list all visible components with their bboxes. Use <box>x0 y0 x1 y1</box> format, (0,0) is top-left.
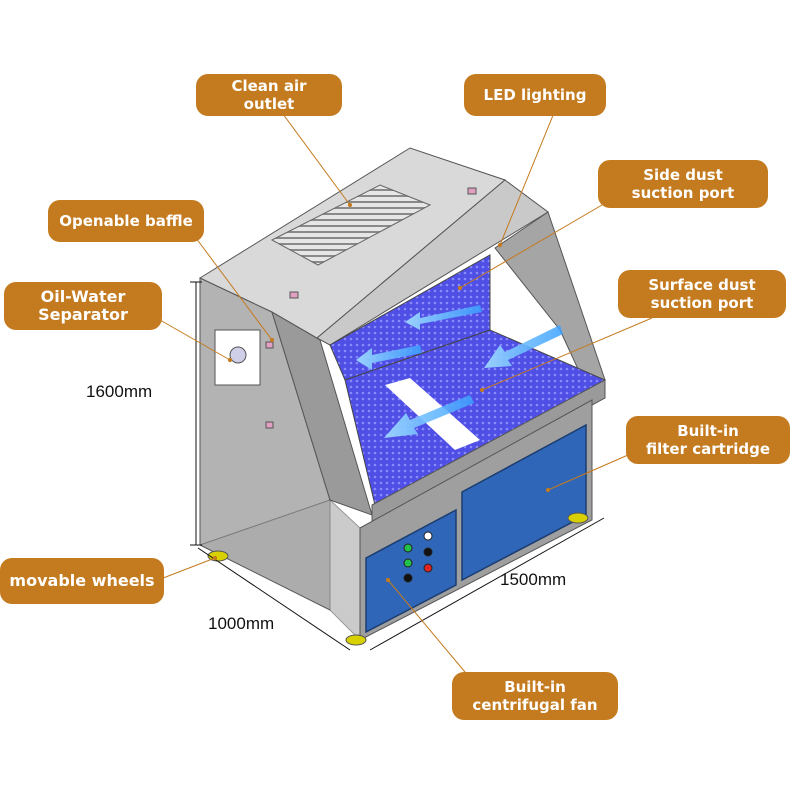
callout-side-dust-suction-port: Side dust suction port <box>598 160 768 208</box>
latch-4 <box>265 421 274 429</box>
callout-surface-dust-suction-port: Surface dust suction port <box>618 270 786 318</box>
button-red <box>423 563 433 573</box>
dimension-depth: 1000mm <box>208 614 275 633</box>
leader-wheels <box>157 555 218 581</box>
airflow-arrow-3 <box>484 325 563 368</box>
button-black-2 <box>403 573 413 583</box>
wheel-front-left <box>345 634 367 646</box>
airflow-arrow-4 <box>384 395 474 438</box>
leader-separator <box>159 319 233 363</box>
button-green-1 <box>403 543 413 553</box>
airflow-arrow-1 <box>405 305 482 330</box>
callout-oil-water-separator: Oil-Water Separator <box>4 282 162 330</box>
vent-grille <box>270 184 432 266</box>
leader-clean-air <box>279 109 353 208</box>
button-green-2 <box>403 558 413 568</box>
leader-led <box>497 107 557 248</box>
leader-filter <box>545 454 629 493</box>
dimension-width: 1500mm <box>500 570 567 589</box>
latch-2 <box>467 187 477 195</box>
latch-3 <box>265 341 274 349</box>
wheel-front-right <box>567 512 589 524</box>
dim-width-line <box>369 517 605 651</box>
latch-1 <box>289 291 299 299</box>
leader-fan <box>385 577 471 679</box>
leader-side-port <box>457 204 603 291</box>
dim-depth-line <box>197 547 351 651</box>
airflow-arrow-2 <box>356 345 422 370</box>
callout-built-in-centrifugal-fan: Built-in centrifugal fan <box>452 672 618 720</box>
callout-built-in-filter-cartridge: Built-in filter cartridge <box>626 416 790 464</box>
separator-gauge <box>229 346 247 364</box>
fan-door <box>365 508 457 634</box>
callout-clean-air-outlet: Clean air outlet <box>196 74 342 116</box>
button-black-1 <box>423 547 433 557</box>
lower-cabinet-side <box>198 499 361 642</box>
leader-baffle <box>189 229 275 343</box>
button-white <box>423 531 433 541</box>
callout-movable-wheels: movable wheels <box>0 558 164 604</box>
dimension-height: 1600mm <box>86 382 153 401</box>
leader-surface-port <box>479 317 653 393</box>
callout-led-lighting: LED lighting <box>464 74 606 116</box>
callout-openable-baffle: Openable baffle <box>48 200 204 242</box>
